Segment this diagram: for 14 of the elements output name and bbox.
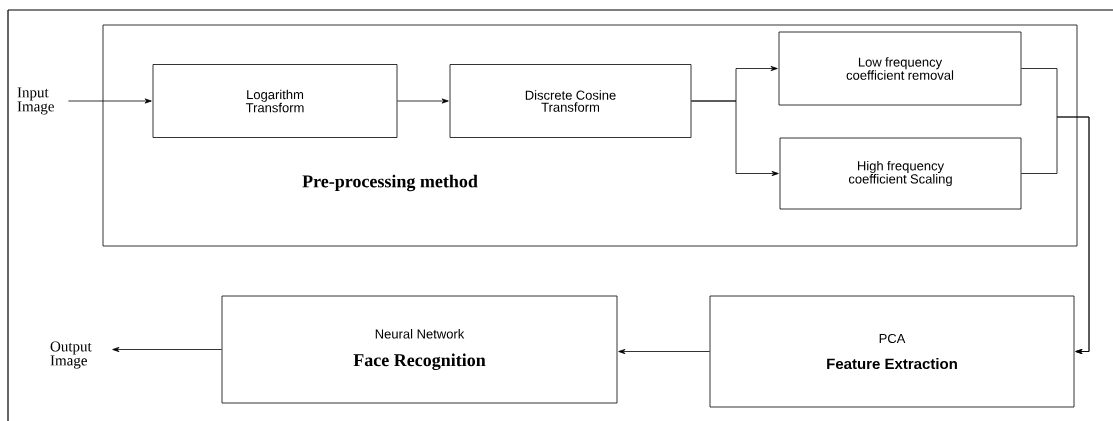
process-box: High frequency coefficient Scaling (779, 137, 1022, 210)
arrow (397, 98, 449, 104)
process-box: Neural Network Face Recognition (221, 295, 618, 404)
arrow (618, 349, 710, 355)
process-box: Logarithm Transform (152, 64, 398, 138)
arrow (68, 98, 152, 104)
arrow (112, 347, 222, 353)
arrow (691, 100, 779, 177)
process-box: PCA Feature Extraction (709, 295, 1075, 408)
arrow (1021, 116, 1090, 355)
output-label: Output Image (50, 341, 92, 369)
process-box: Discrete Cosine Transform (449, 64, 692, 138)
process-box: Low frequency coefficient removal (778, 31, 1022, 106)
input-label: Input Image (17, 87, 54, 115)
